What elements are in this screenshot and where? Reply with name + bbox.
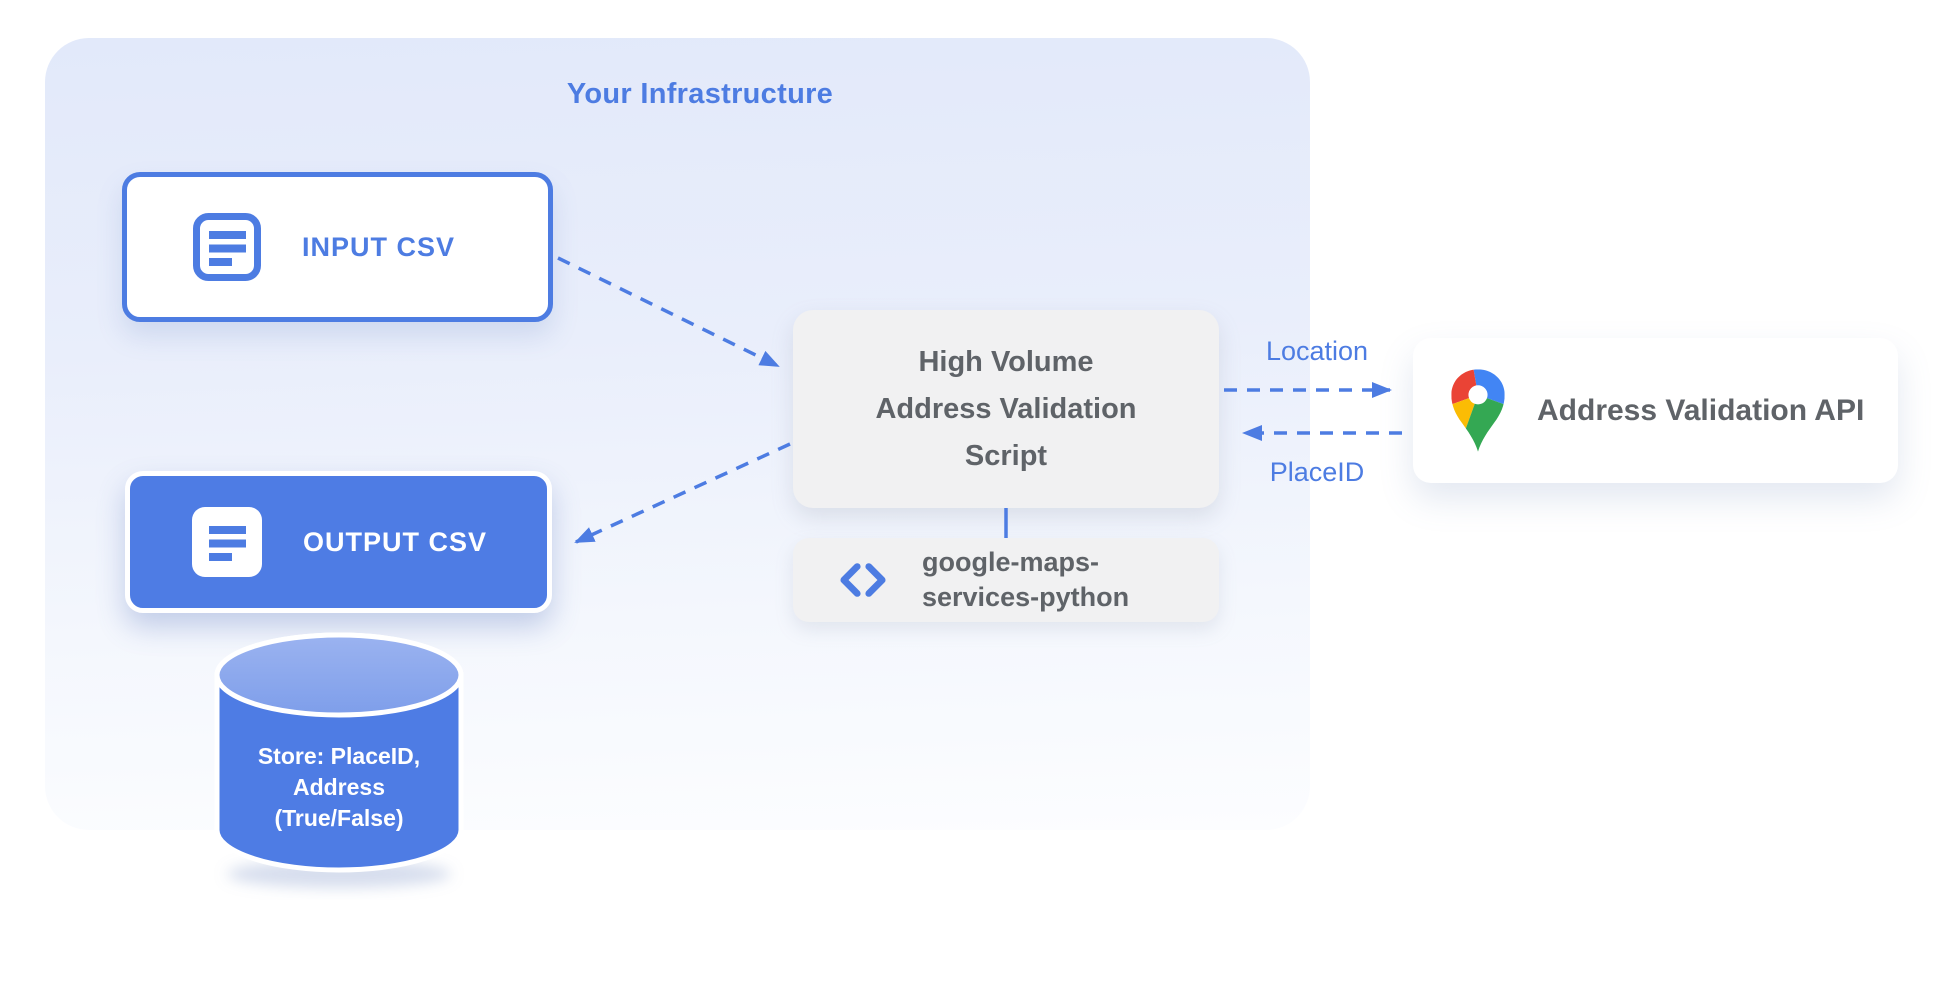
output-csv-node: OUTPUT CSV — [125, 471, 552, 613]
script-label-line: Address Validation — [875, 392, 1137, 425]
document-icon — [192, 507, 262, 577]
library-node: google-maps- services-python — [793, 538, 1219, 622]
datastore-label-line: Store: PlaceID, — [258, 743, 420, 769]
datastore-label-line: Address — [293, 774, 385, 800]
output-csv-label: OUTPUT CSV — [303, 526, 488, 557]
script-node: High Volume Address Validation Script — [793, 310, 1219, 508]
datastore-label-line: (True/False) — [274, 805, 403, 831]
library-label: google-maps- services-python — [922, 547, 1130, 612]
input-csv-node: INPUT CSV — [122, 172, 553, 322]
placeid-edge-label: PlaceID — [1269, 457, 1365, 487]
database-cylinder: Store: PlaceID, Address (True/False) — [214, 632, 464, 888]
api-node: Address Validation API — [1413, 338, 1898, 483]
code-icon — [840, 563, 886, 597]
script-label-line: Script — [964, 439, 1048, 472]
location-edge-label: Location — [1265, 336, 1369, 366]
document-icon — [193, 213, 261, 281]
google-maps-pin-icon — [1451, 369, 1505, 452]
script-label-line: High Volume — [918, 345, 1094, 378]
api-label: Address Validation API — [1537, 393, 1865, 427]
input-csv-label: INPUT CSV — [302, 231, 456, 262]
infrastructure-title: Your Infrastructure — [566, 78, 834, 110]
cylinder-top — [214, 632, 464, 718]
